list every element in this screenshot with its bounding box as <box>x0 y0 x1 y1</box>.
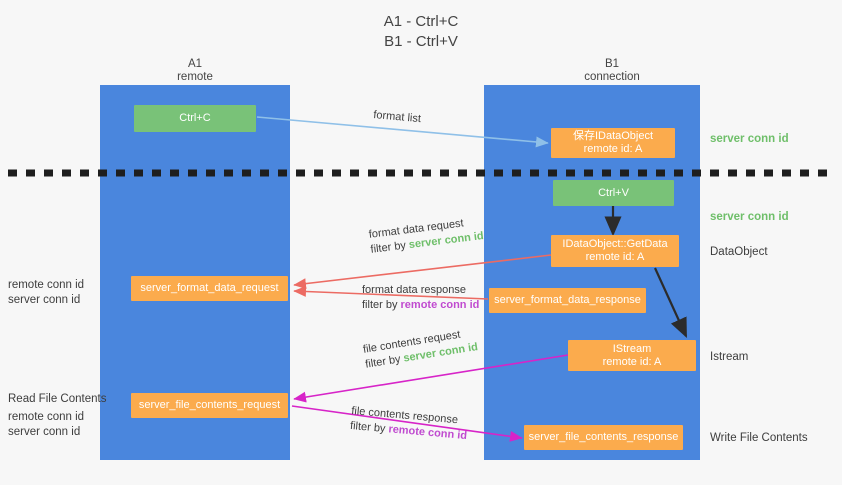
box-istream-line1: IStream <box>612 342 652 355</box>
title-line-1: A1 - Ctrl+C <box>383 13 459 30</box>
arrow-label-format-data-response-line1: format data response <box>362 284 466 296</box>
annotation-remote-conn-id-2: remote conn id <box>8 411 85 423</box>
annotation-write-file-contents: Write File Contents <box>710 432 808 444</box>
box-save-idataobject-line2: remote id: A <box>583 143 643 155</box>
filter-by-prefix-4: filter by <box>349 419 389 436</box>
arrow-label-format-data-response: format data response filter by remote co… <box>362 283 479 313</box>
box-server-format-data-request[interactable]: server_format_data_request <box>131 276 288 301</box>
column-b1-name: B1 <box>604 58 620 70</box>
box-ctrl-c[interactable]: Ctrl+C <box>134 105 256 132</box>
box-server-format-data-request-label: server_format_data_request <box>140 282 279 294</box>
box-save-idataobject-line1: 保存IDataObject <box>572 130 654 142</box>
arrow-label-format-data-response-line2: filter by remote conn id <box>362 298 479 313</box>
annotation-conn-id-group-1: remote conn id server conn id <box>8 278 84 308</box>
annotation-read-file-contents: Read File Contents <box>8 393 107 405</box>
box-istream[interactable]: IStream remote id: A <box>568 340 696 371</box>
filter-highlight-remote-conn-id-1: remote conn id <box>400 299 480 311</box>
annotation-server-conn-id-4: server conn id <box>8 426 81 438</box>
box-ctrl-v-label: Ctrl+V <box>598 186 629 199</box>
column-a1-name: A1 <box>187 58 203 70</box>
annotation-remote-conn-id-1: remote conn id <box>8 279 85 291</box>
box-ctrl-v[interactable]: Ctrl+V <box>553 180 674 206</box>
box-ctrl-c-label: Ctrl+C <box>179 112 211 124</box>
annotation-dataobject: DataObject <box>710 246 768 258</box>
arrow-label-format-list-text: format list <box>372 108 422 126</box>
arrow-label-format-list: format list <box>373 108 422 127</box>
box-server-file-contents-response-label: server_file_contents_response <box>528 431 679 443</box>
box-istream-line2: remote id: A <box>602 355 662 368</box>
box-server-file-contents-response[interactable]: server_file_contents_response <box>524 425 683 450</box>
annotation-server-conn-id-1: server conn id <box>710 133 789 145</box>
arrow-label-file-contents-request: file contents request filter by server c… <box>362 325 479 372</box>
arrow-label-format-data-request: format data request filter by server con… <box>368 214 485 258</box>
arrow-label-file-contents-response: file contents response filter by remote … <box>349 404 469 444</box>
box-server-format-data-response-label: server_format_data_response <box>494 294 641 306</box>
annotation-server-conn-id-2: server conn id <box>710 211 789 223</box>
column-header-b1: B1 connection <box>532 58 692 84</box>
box-server-file-contents-request-label: server_file_contents_request <box>138 399 281 411</box>
annotation-server-conn-id-3: server conn id <box>8 294 81 306</box>
box-server-format-data-response[interactable]: server_format_data_response <box>489 288 646 313</box>
column-b1-sub: connection <box>584 71 640 83</box>
title-line-2: B1 - Ctrl+V <box>384 33 458 50</box>
box-getdata-line2: remote id: A <box>585 251 645 263</box>
box-save-idataobject[interactable]: 保存IDataObject remote id: A <box>551 128 675 158</box>
box-server-file-contents-request[interactable]: server_file_contents_request <box>131 393 288 418</box>
column-a1-sub: remote <box>177 71 213 83</box>
annotation-istream: Istream <box>710 351 749 363</box>
filter-by-prefix-1: filter by <box>369 239 410 256</box>
box-getdata-line1: IDataObject::GetData <box>562 238 668 250</box>
column-header-a1: A1 remote <box>115 58 275 84</box>
diagram-title: A1 - Ctrl+C B1 - Ctrl+V <box>0 12 842 52</box>
annotation-conn-id-group-2: remote conn id server conn id <box>8 410 84 440</box>
filter-by-prefix-2: filter by <box>362 299 401 311</box>
box-getdata[interactable]: IDataObject::GetData remote id: A <box>551 235 679 267</box>
